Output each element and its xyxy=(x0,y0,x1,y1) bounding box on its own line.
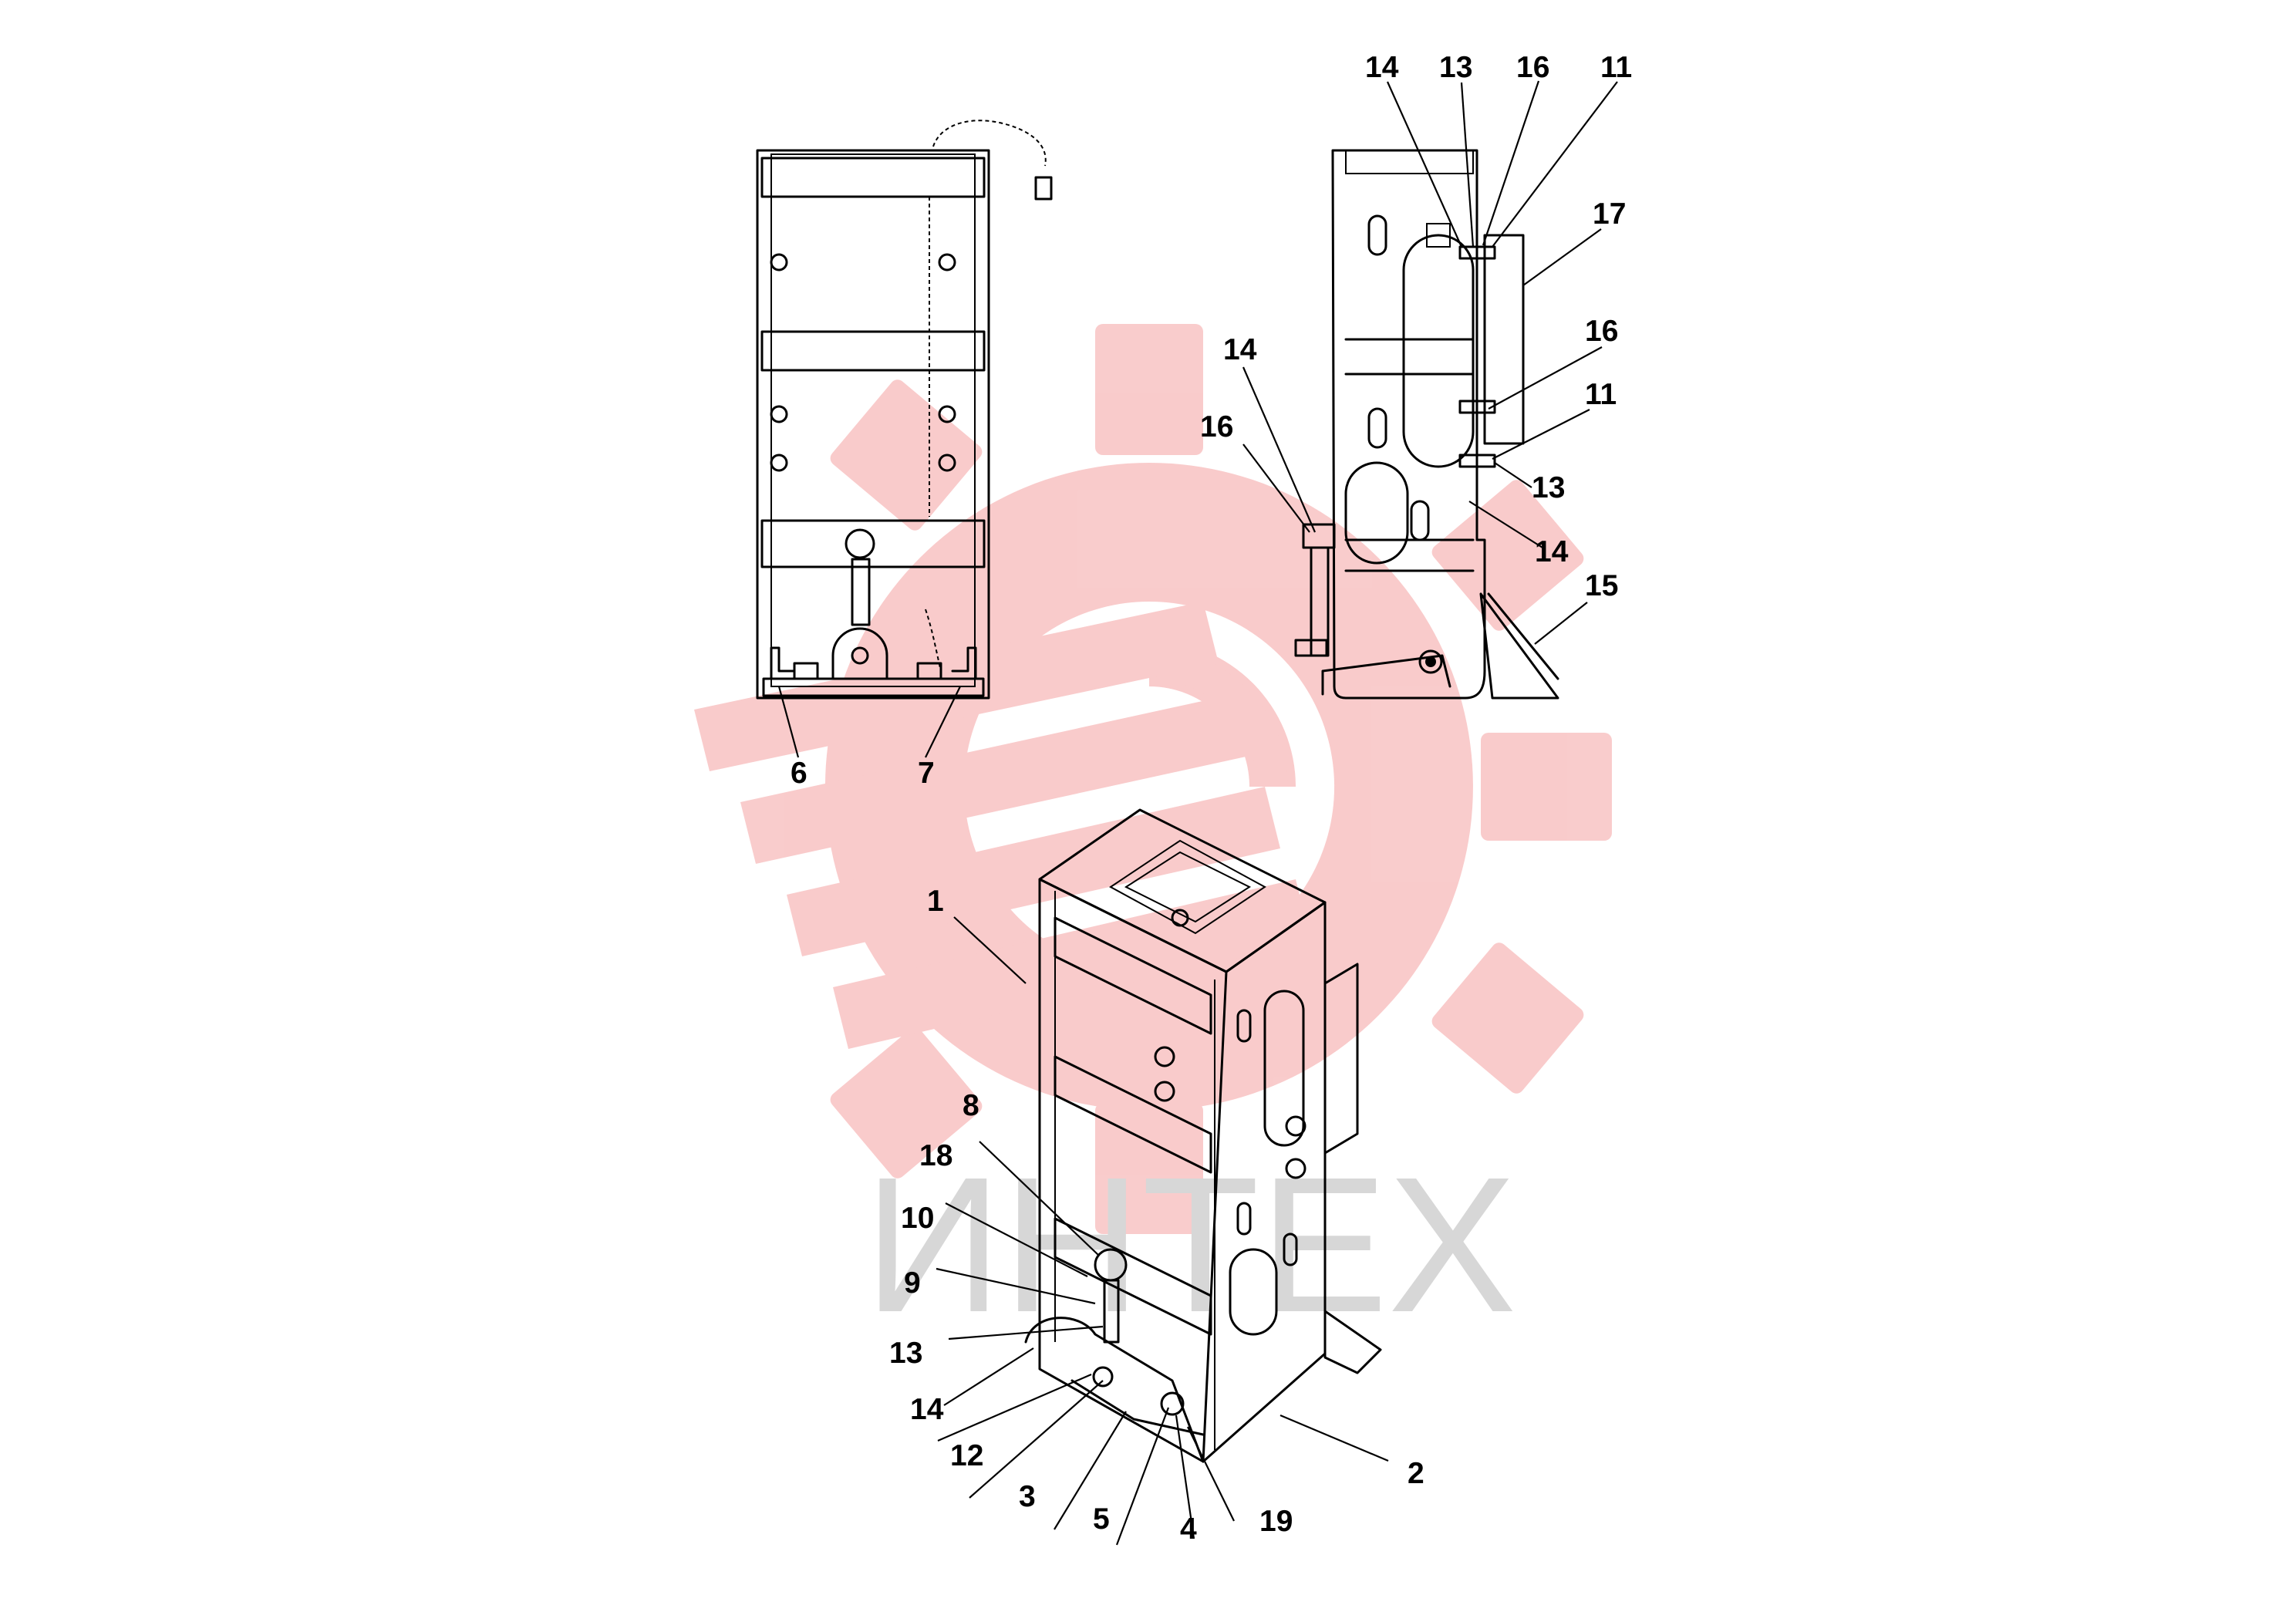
front-view xyxy=(756,120,1053,700)
iso-view xyxy=(1024,808,1382,1463)
callout-16-mid: 16 xyxy=(1585,315,1618,348)
leader-lines xyxy=(777,80,1618,1546)
side-view xyxy=(1294,149,1559,700)
callout-14-left: 14 xyxy=(1223,333,1257,366)
callout-14-top: 14 xyxy=(1365,51,1399,84)
watermark-logo xyxy=(694,324,1612,1234)
callout-12: 12 xyxy=(950,1439,983,1472)
callout-7: 7 xyxy=(918,757,935,790)
callout-4: 4 xyxy=(1180,1512,1197,1546)
callout-1: 1 xyxy=(927,885,944,918)
coiled-cable xyxy=(925,120,1047,672)
callout-6: 6 xyxy=(791,757,807,790)
callout-19: 19 xyxy=(1259,1505,1293,1538)
callout-14-iso: 14 xyxy=(910,1393,944,1426)
callout-11-mid: 11 xyxy=(1585,378,1617,411)
callout-13-mid: 13 xyxy=(1532,471,1565,504)
callout-5: 5 xyxy=(1093,1502,1110,1536)
callout-16-top: 16 xyxy=(1516,51,1549,84)
cable-connector xyxy=(1034,176,1053,201)
callout-13-iso: 13 xyxy=(889,1337,922,1370)
callout-11-top: 11 xyxy=(1600,51,1632,84)
bolt-holes xyxy=(770,253,956,472)
callout-9: 9 xyxy=(904,1266,921,1300)
callout-18: 18 xyxy=(919,1139,952,1172)
callout-8: 8 xyxy=(963,1089,979,1122)
callout-17: 17 xyxy=(1593,197,1626,231)
callout-14-mid: 14 xyxy=(1535,535,1569,568)
callout-3: 3 xyxy=(1019,1480,1036,1513)
callout-15: 15 xyxy=(1585,569,1618,602)
watermark-text: ИНТЕХ xyxy=(864,1137,1516,1352)
callout-2: 2 xyxy=(1408,1457,1424,1490)
callout-10: 10 xyxy=(901,1202,934,1235)
callout-13-top: 13 xyxy=(1439,51,1472,84)
callout-labels: 6 7 14 13 16 11 17 16 11 13 14 15 14 16 … xyxy=(791,51,1632,1546)
callout-16-left: 16 xyxy=(1200,410,1233,443)
